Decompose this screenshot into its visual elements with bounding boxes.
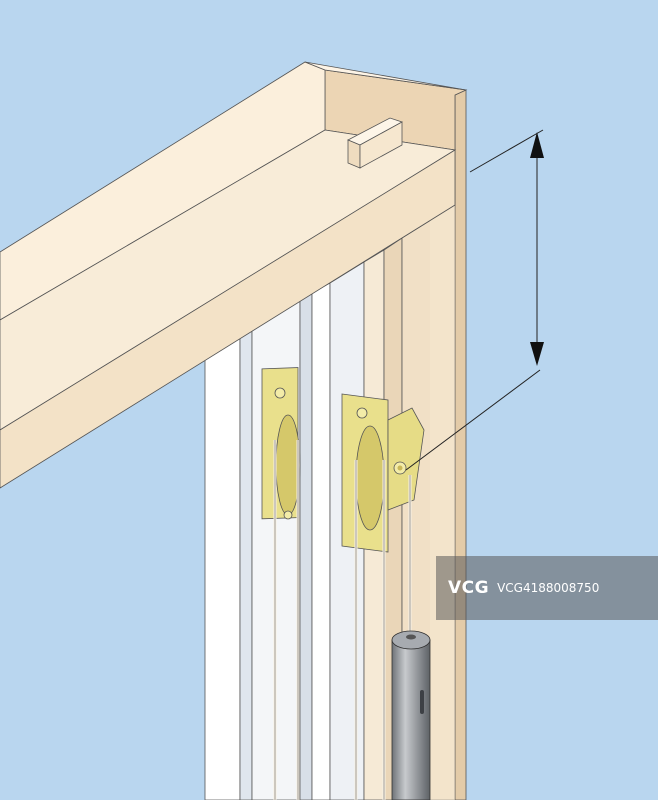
pulley-right bbox=[341, 393, 425, 800]
watermark: VCG VCG4188008750 bbox=[436, 556, 658, 620]
watermark-id: VCG4188008750 bbox=[497, 581, 600, 595]
watermark-logo: VCG bbox=[448, 578, 490, 598]
double-arrow-icon bbox=[405, 129, 544, 471]
head-block bbox=[347, 117, 403, 169]
sash-weight bbox=[391, 630, 431, 800]
pulley-left bbox=[261, 367, 301, 800]
frame-head bbox=[0, 61, 468, 489]
